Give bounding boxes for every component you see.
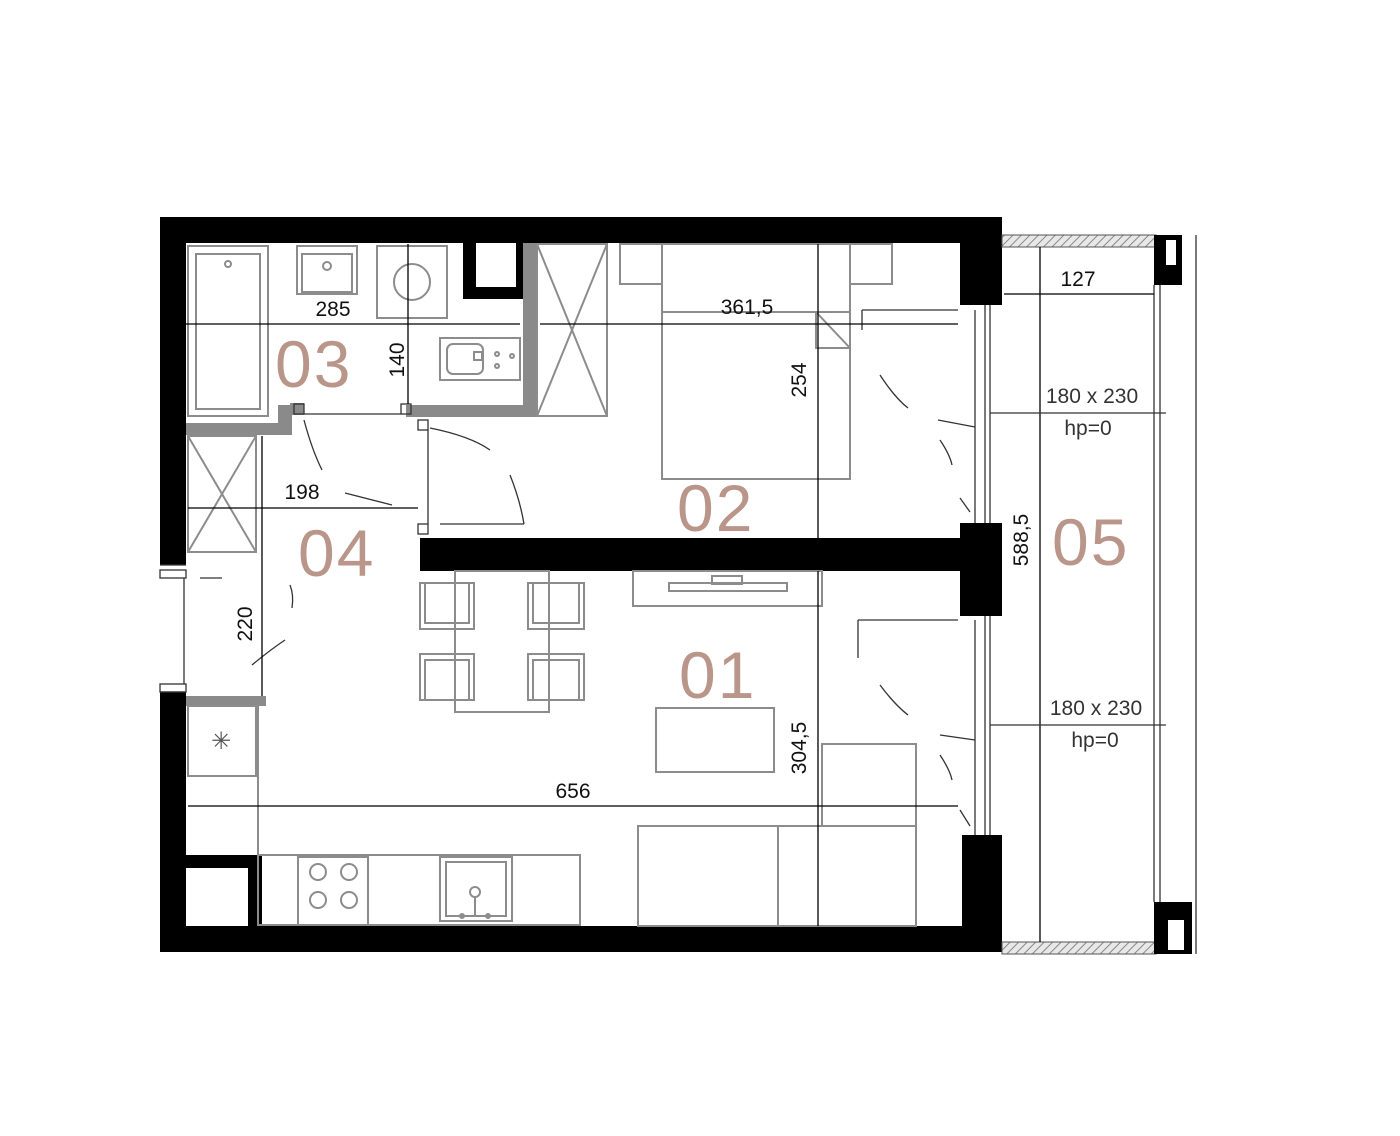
left-wall-upper (160, 217, 186, 565)
kitchen-sink (439, 856, 513, 922)
bathroom-fixtures (187, 245, 521, 417)
toilet (439, 337, 521, 381)
bedroom-furniture (536, 243, 976, 513)
right-pier-bottom (962, 835, 1002, 952)
right-pier-top (960, 217, 1002, 305)
room-label-05: 05 (1052, 505, 1129, 579)
fridge-icon: ✳ (211, 727, 231, 755)
kitchen-counter (257, 854, 581, 926)
living-furniture (419, 570, 976, 927)
dim-656: 656 (555, 780, 590, 803)
dining-table (454, 570, 550, 713)
washing-machine (376, 245, 448, 319)
bed (661, 243, 851, 480)
hall-wardrobe (187, 435, 257, 553)
kitchen: ✳ (187, 705, 581, 926)
dim-304: 304,5 (788, 722, 811, 775)
fridge (187, 705, 257, 777)
dim-285: 285 (315, 298, 350, 321)
nightstand-left (619, 243, 663, 285)
nightstand-right (849, 243, 893, 285)
window-2-size: 180 x 230 (1050, 697, 1142, 720)
room-label-03: 03 (275, 327, 352, 401)
dim-127: 127 (1060, 268, 1095, 291)
window-1-size: 180 x 230 (1046, 385, 1138, 408)
hallway (159, 403, 525, 693)
washbasin (296, 245, 358, 295)
wardrobe (536, 243, 608, 417)
tv-stand (632, 570, 823, 607)
room-label-02: 02 (677, 471, 754, 545)
window-1-hp: hp=0 (1064, 417, 1111, 440)
dim-254: 254 (788, 362, 811, 397)
middle-wall (420, 538, 1002, 571)
dim-198: 198 (284, 481, 319, 504)
room-label-04: 04 (298, 516, 375, 590)
coffee-table (655, 707, 775, 773)
windows (974, 305, 991, 835)
exterior-walls (160, 217, 1002, 952)
dim-140: 140 (386, 342, 409, 377)
dim-220: 220 (234, 606, 257, 641)
bottom-wall (160, 926, 1002, 952)
cooktop (297, 856, 369, 926)
room-label-01: 01 (679, 638, 756, 712)
partitions (186, 243, 537, 706)
dim-361: 361,5 (721, 296, 774, 319)
bathtub (187, 245, 269, 417)
balcony (1001, 234, 1197, 955)
dimension-lines (186, 244, 1166, 942)
sofa-chaise (821, 743, 917, 827)
left-wall-lower (160, 692, 186, 950)
top-wall (160, 217, 1002, 243)
dim-588: 588,5 (1010, 514, 1033, 567)
window-2-hp: hp=0 (1071, 729, 1118, 752)
